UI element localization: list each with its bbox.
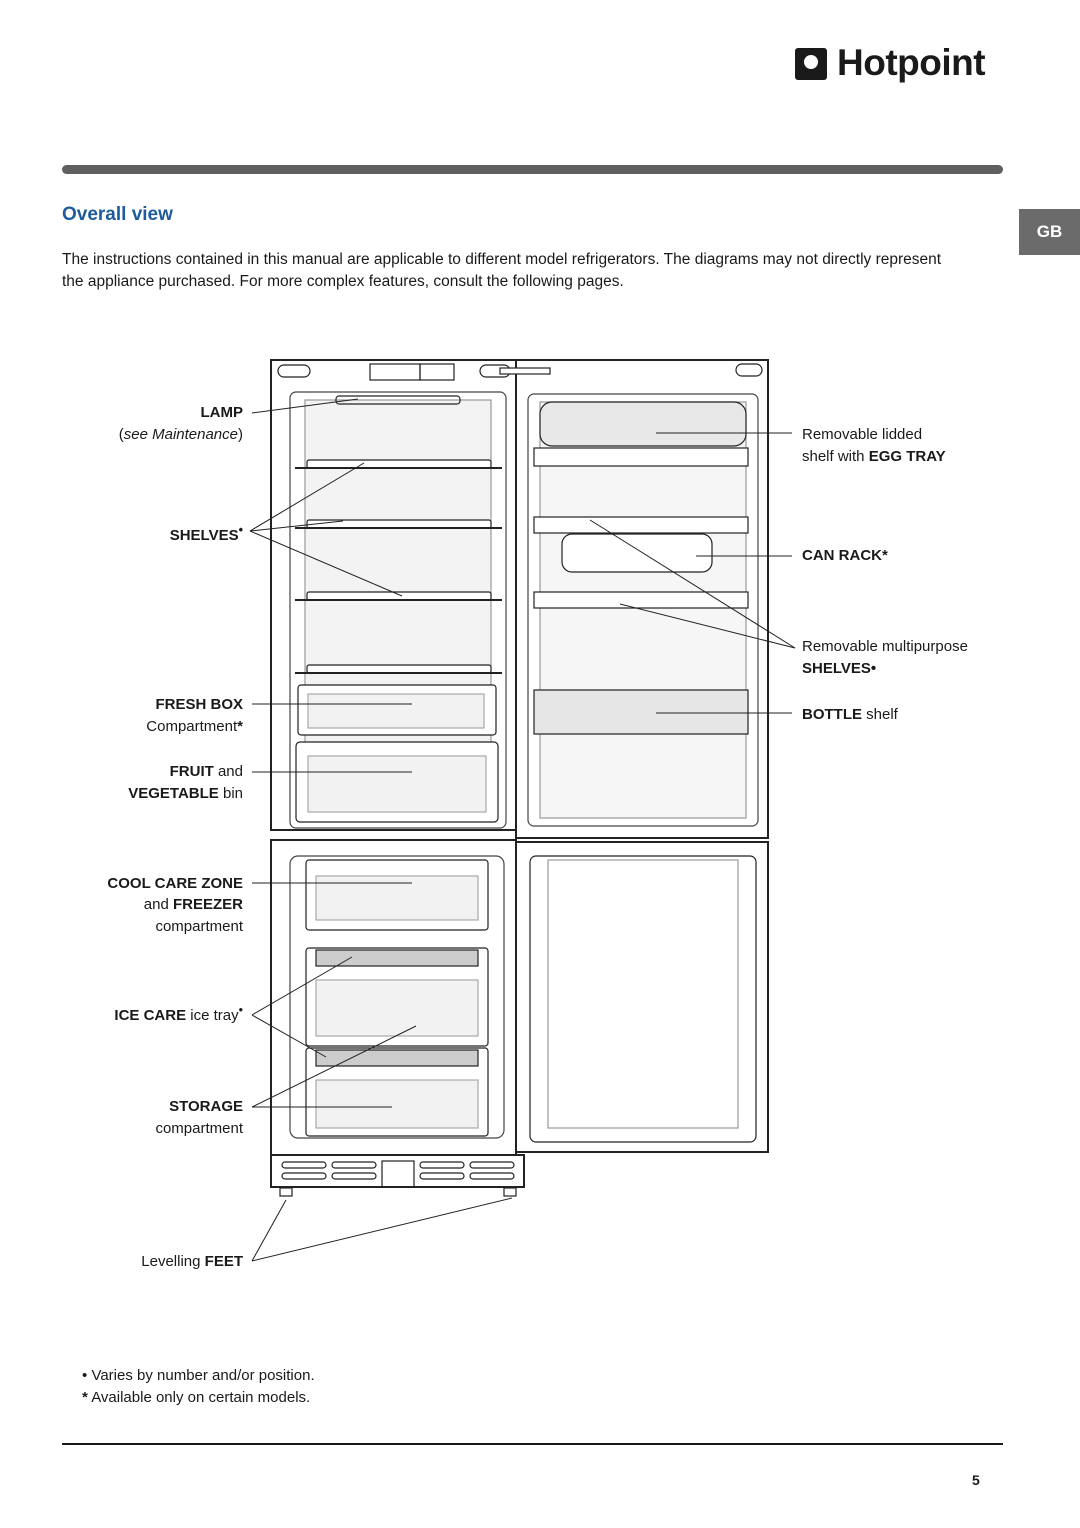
fridge-shelf (306, 591, 492, 601)
fridge-door (515, 359, 769, 839)
fridge-interior (289, 391, 507, 829)
asterisk-symbol: * (237, 718, 243, 735)
language-tab: GB (1019, 209, 1080, 255)
lamp-housing (335, 395, 461, 405)
ice-care-label-text: ICE CARE (114, 1007, 187, 1024)
footnote-bullet: • Varies by number and/or position. (82, 1365, 315, 1387)
ice-care-label: ICE CARE ice tray• (114, 1000, 243, 1026)
page-title: Overall view (62, 204, 173, 225)
door-shelves-label: SHELVES• (802, 658, 876, 679)
footnotes: • Varies by number and/or position. * Av… (82, 1365, 315, 1409)
fridge-shelf (306, 664, 492, 674)
bullet-symbol: • (238, 1003, 243, 1017)
shelf-with-text: shelf with (802, 448, 869, 465)
fruit-label: FRUIT and (170, 761, 243, 782)
freezer-label: and FREEZER (144, 894, 243, 915)
vegetable-label-text: VEGETABLE (128, 785, 219, 802)
hotpoint-logo: Hotpoint (795, 42, 1007, 88)
multipurpose-label: Removable multipurpose (802, 638, 968, 655)
fruit-and: and (213, 763, 243, 780)
bullet-symbol: • (82, 1367, 88, 1384)
levelling-foot (503, 1187, 517, 1197)
bullet-symbol: • (870, 660, 877, 677)
vegetable-label: VEGETABLE bin (128, 783, 243, 804)
hotpoint-logo-mark (795, 48, 827, 80)
fridge-shelf (306, 459, 492, 469)
bottle-text: BOTTLE (802, 706, 862, 723)
freezer-and: and (143, 896, 173, 913)
brand-name: Hotpoint (837, 42, 986, 83)
can-rack (561, 533, 713, 573)
feet-text: FEET (204, 1253, 243, 1270)
header-rule (62, 165, 1003, 174)
lamp-note-text: see Maintenance (123, 426, 238, 443)
footnote-asterisk-text: Available only on certain models. (91, 1389, 311, 1406)
bullet-symbol: • (238, 523, 243, 537)
ice-tray-text: ice tray (186, 1007, 239, 1024)
intro-paragraph: The instructions contained in this manua… (62, 251, 942, 290)
can-rack-text: CAN RACK (802, 547, 882, 564)
lamp-note: (see Maintenance) (118, 426, 243, 443)
bottle-shelf-text: shelf (862, 706, 898, 723)
cool-care-label: COOL CARE ZONE (107, 875, 243, 892)
egg-tray-label-line2: shelf with EGG TRAY (802, 446, 946, 467)
fresh-box-sub-text: Compartment (146, 718, 238, 735)
vegetable-bin-text: bin (218, 785, 243, 802)
freezer-compartment: compartment (155, 918, 243, 935)
asterisk-symbol: * (882, 547, 888, 564)
plinth (270, 1154, 525, 1188)
footnote-bullet-text: Varies by number and/or position. (91, 1367, 315, 1384)
shelves-label: SHELVES• (170, 520, 243, 546)
storage-compartment: compartment (155, 1120, 243, 1137)
egg-tray-label-line1: Removable lidded (802, 426, 923, 443)
fruit-label-text: FRUIT (169, 763, 214, 780)
page-number: 5 (972, 1472, 980, 1488)
lamp-label: LAMP (200, 404, 244, 421)
bottle-shelf (533, 689, 749, 735)
bottle-shelf-label: BOTTLE shelf (802, 704, 898, 725)
can-rack-label: CAN RACK* (802, 545, 888, 566)
egg-tray-text: EGG TRAY (868, 448, 946, 465)
asterisk-symbol: * (82, 1389, 88, 1406)
footer-rule (62, 1443, 1003, 1445)
fresh-box-label: FRESH BOX (155, 696, 243, 713)
shelves-label-text: SHELVES (169, 527, 239, 544)
freezer-label-text: FREEZER (172, 896, 243, 913)
freezer-door (515, 841, 769, 1153)
fresh-box-sub: Compartment* (146, 716, 243, 737)
fridge-shelf (306, 519, 492, 529)
storage-label: STORAGE (169, 1098, 243, 1115)
levelling-text: Levelling (141, 1253, 205, 1270)
footnote-asterisk: * Available only on certain models. (82, 1387, 315, 1409)
door-shelves-text: SHELVES (802, 660, 871, 677)
egg-tray-shelf (539, 401, 747, 447)
levelling-feet-label: Levelling FEET (141, 1251, 243, 1272)
levelling-foot (279, 1187, 293, 1197)
